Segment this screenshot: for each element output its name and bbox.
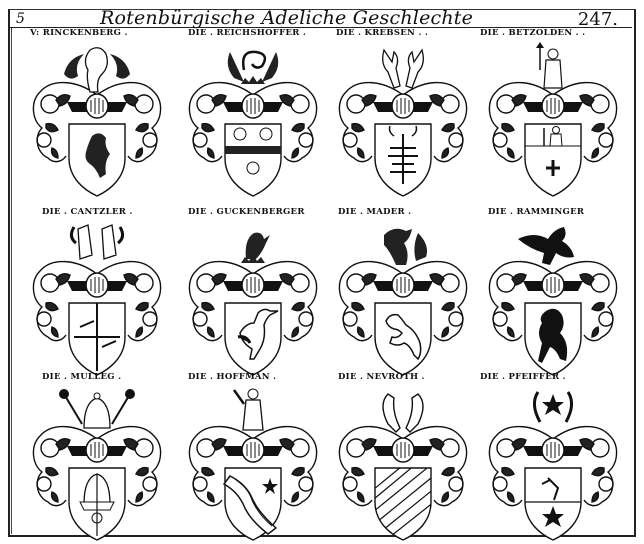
arms-label: DIE . REICHSHOFFER . [188, 28, 307, 38]
signature-mark: 5 [16, 11, 25, 27]
arms-label: DIE . BETZOLDEN . . [480, 28, 586, 38]
coat-of-arms-pfeiffer: DIE . PFEIFFER . [478, 372, 628, 542]
coat-of-arms-rinckenberg: V: RINCKENBERG . [22, 28, 172, 198]
arms-label: DIE . RAMMINGER [488, 207, 585, 217]
coat-of-arms-nevroth: DIE . NEVROTH . [328, 372, 478, 542]
hoffman-arms-icon [178, 388, 328, 544]
arms-label: DIE . HOFFMAN . [188, 372, 277, 382]
arms-label: DIE . MADER . [338, 207, 412, 217]
arms-label: DIE . KREBSEN . . [336, 28, 429, 38]
arms-label: V: RINCKENBERG . [30, 28, 128, 38]
pfeiffer-arms-icon [478, 391, 628, 544]
frame-inner-rule [11, 27, 12, 534]
page-number: 247. [577, 9, 618, 30]
arms-label: DIE . GUCKENBERGER [188, 207, 305, 217]
cantzler-arms-icon [22, 224, 172, 379]
coat-of-arms-guckenberger: DIE . GUCKENBERGER [178, 207, 328, 377]
ramminger-arms-icon [478, 227, 628, 379]
coat-of-arms-mader: DIE . MADER . [328, 207, 478, 377]
page-frame [8, 9, 636, 537]
coat-of-arms-betzolden: DIE . BETZOLDEN . . [478, 28, 628, 198]
coat-of-arms-mulleg: DIE . MULLEG . [22, 372, 172, 542]
page-title: Rotenbürgische Adeliche Geschlechte [100, 7, 474, 29]
guckenberger-arms-icon [178, 232, 328, 379]
coat-of-arms-cantzler: DIE . CANTZLER . [22, 207, 172, 377]
mader-arms-icon [328, 228, 478, 379]
nevroth-arms-icon [328, 393, 478, 544]
coat-of-arms-ramminger: DIE . RAMMINGER [478, 207, 628, 377]
coat-of-arms-krebsen: DIE . KREBSEN . . [328, 28, 478, 198]
page-header: 5 Rotenbürgische Adeliche Geschlechte 24… [10, 7, 632, 30]
arms-label: DIE . CANTZLER . [42, 207, 133, 217]
coat-of-arms-hoffman: DIE . HOFFMAN . [178, 372, 328, 542]
coat-of-arms-reichshoffer: DIE . REICHSHOFFER . [178, 28, 328, 198]
rinckenberg-arms-icon [22, 47, 172, 200]
arms-label: DIE . NEVROTH . [338, 372, 425, 382]
arms-label: DIE . MULLEG . [42, 372, 122, 382]
mulleg-arms-icon [22, 389, 172, 544]
krebsen-arms-icon [328, 48, 478, 200]
betzolden-arms-icon [478, 42, 628, 200]
reichshoffer-arms-icon [178, 50, 328, 200]
arms-label: DIE . PFEIFFER . [480, 372, 566, 382]
